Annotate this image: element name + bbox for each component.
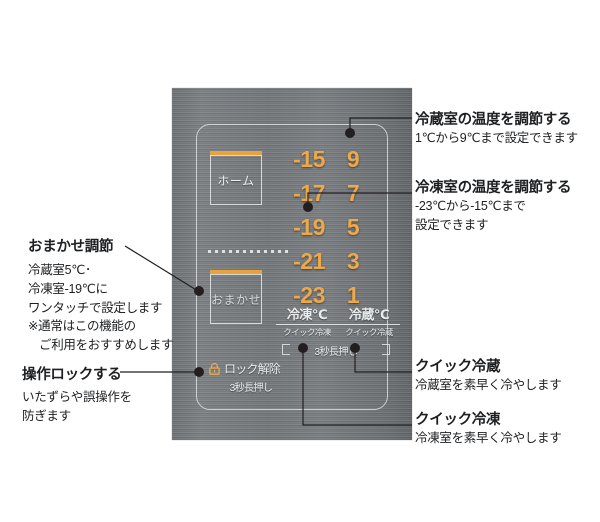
- freezer-value[interactable]: -21: [293, 248, 325, 274]
- home-button[interactable]: ホーム: [210, 151, 262, 205]
- annotation-desc-line: 冷蔵室5℃･: [28, 263, 91, 277]
- annotation-fridge-temperature: 冷蔵室の温度を調節する 1℃から9℃まで設定できます: [415, 108, 578, 148]
- fridge-value[interactable]: 1: [346, 282, 360, 308]
- quick-freeze-button[interactable]: 冷凍℃ クイック冷凍: [276, 304, 338, 338]
- fridge-value[interactable]: 3: [346, 248, 360, 274]
- lock-release-label: ロック解除: [224, 362, 281, 376]
- freezer-value[interactable]: -23: [293, 282, 325, 308]
- quick-freeze-label: クイック冷凍: [283, 327, 331, 337]
- fridge-unit-label: 冷蔵℃: [348, 307, 390, 322]
- annotation-title: おまかせ調節: [28, 239, 114, 255]
- lock-hold-note: 3秒長押し: [229, 383, 273, 394]
- annotation-title: 操作ロックする: [22, 367, 122, 383]
- annotation-lock: 操作ロックする いたずらや誤操作を 防ぎます: [22, 363, 132, 426]
- omakase-button[interactable]: おまかせ: [210, 270, 262, 324]
- annotation-freezer-temperature: 冷凍室の温度を調節する -23℃から-15℃まで 設定できます: [415, 176, 572, 235]
- omakase-button-indicator-bar: [210, 270, 262, 274]
- refrigerator-control-panel: ホーム おまかせ -15 -17 -19 -21 -23 9 7 5 3 1 冷…: [172, 88, 412, 440]
- freezer-unit-label: 冷凍℃: [286, 307, 328, 322]
- padlock-icon: [208, 362, 221, 375]
- quick-hold-note: 3秒長押し: [280, 343, 392, 358]
- freezer-value[interactable]: -19: [293, 214, 325, 240]
- omakase-button-label: おまかせ: [211, 292, 262, 307]
- annotation-desc-line: 防ぎます: [22, 408, 71, 423]
- annotation-desc-line: -23℃から-15℃まで: [415, 199, 526, 213]
- annotation-quick-chill: クイック冷蔵 冷蔵室を素早く冷やします: [415, 355, 562, 395]
- dotted-separator: [208, 250, 290, 253]
- annotation-desc-line: いたずらや誤操作を: [22, 390, 132, 404]
- annotation-desc-line: 冷凍室-19℃に: [28, 281, 108, 296]
- annotation-desc-line: ワンタッチで設定します: [28, 300, 163, 315]
- annotation-quick-freeze: クイック冷凍 冷凍室を素早く冷やします: [415, 408, 562, 448]
- divider: [338, 324, 400, 326]
- annotation-title: 冷蔵室の温度を調節する: [415, 112, 572, 128]
- divider: [276, 324, 338, 326]
- annotation-title: クイック冷蔵: [415, 359, 501, 375]
- annotation-title: クイック冷凍: [415, 412, 501, 428]
- lock-release-button[interactable]: ロック解除: [208, 360, 281, 377]
- fridge-value[interactable]: 9: [346, 146, 360, 172]
- fridge-value[interactable]: 5: [346, 214, 360, 240]
- annotation-desc-line: ご利用をおすすめします: [39, 338, 174, 352]
- quick-chill-button[interactable]: 冷蔵℃ クイック冷蔵: [338, 304, 400, 338]
- annotation-title: 冷凍室の温度を調節する: [415, 180, 572, 196]
- annotation-desc-line: 1℃から9℃まで設定できます: [415, 131, 578, 145]
- annotation-desc-line: 冷蔵室を素早く冷やします: [415, 378, 562, 392]
- annotation-desc-line: 設定できます: [415, 217, 489, 232]
- annotation-omakase: おまかせ調節 冷蔵室5℃･ 冷凍室-19℃に ワンタッチで設定します ※通常はこ…: [28, 235, 174, 355]
- quick-chill-label: クイック冷蔵: [345, 327, 393, 337]
- annotation-desc-line: 冷凍室を素早く冷やします: [415, 431, 562, 445]
- annotation-desc-line: ※通常はこの機能の: [28, 319, 136, 334]
- home-button-label: ホーム: [217, 173, 255, 188]
- home-button-indicator-bar: [210, 151, 262, 155]
- freezer-value[interactable]: -15: [293, 146, 325, 172]
